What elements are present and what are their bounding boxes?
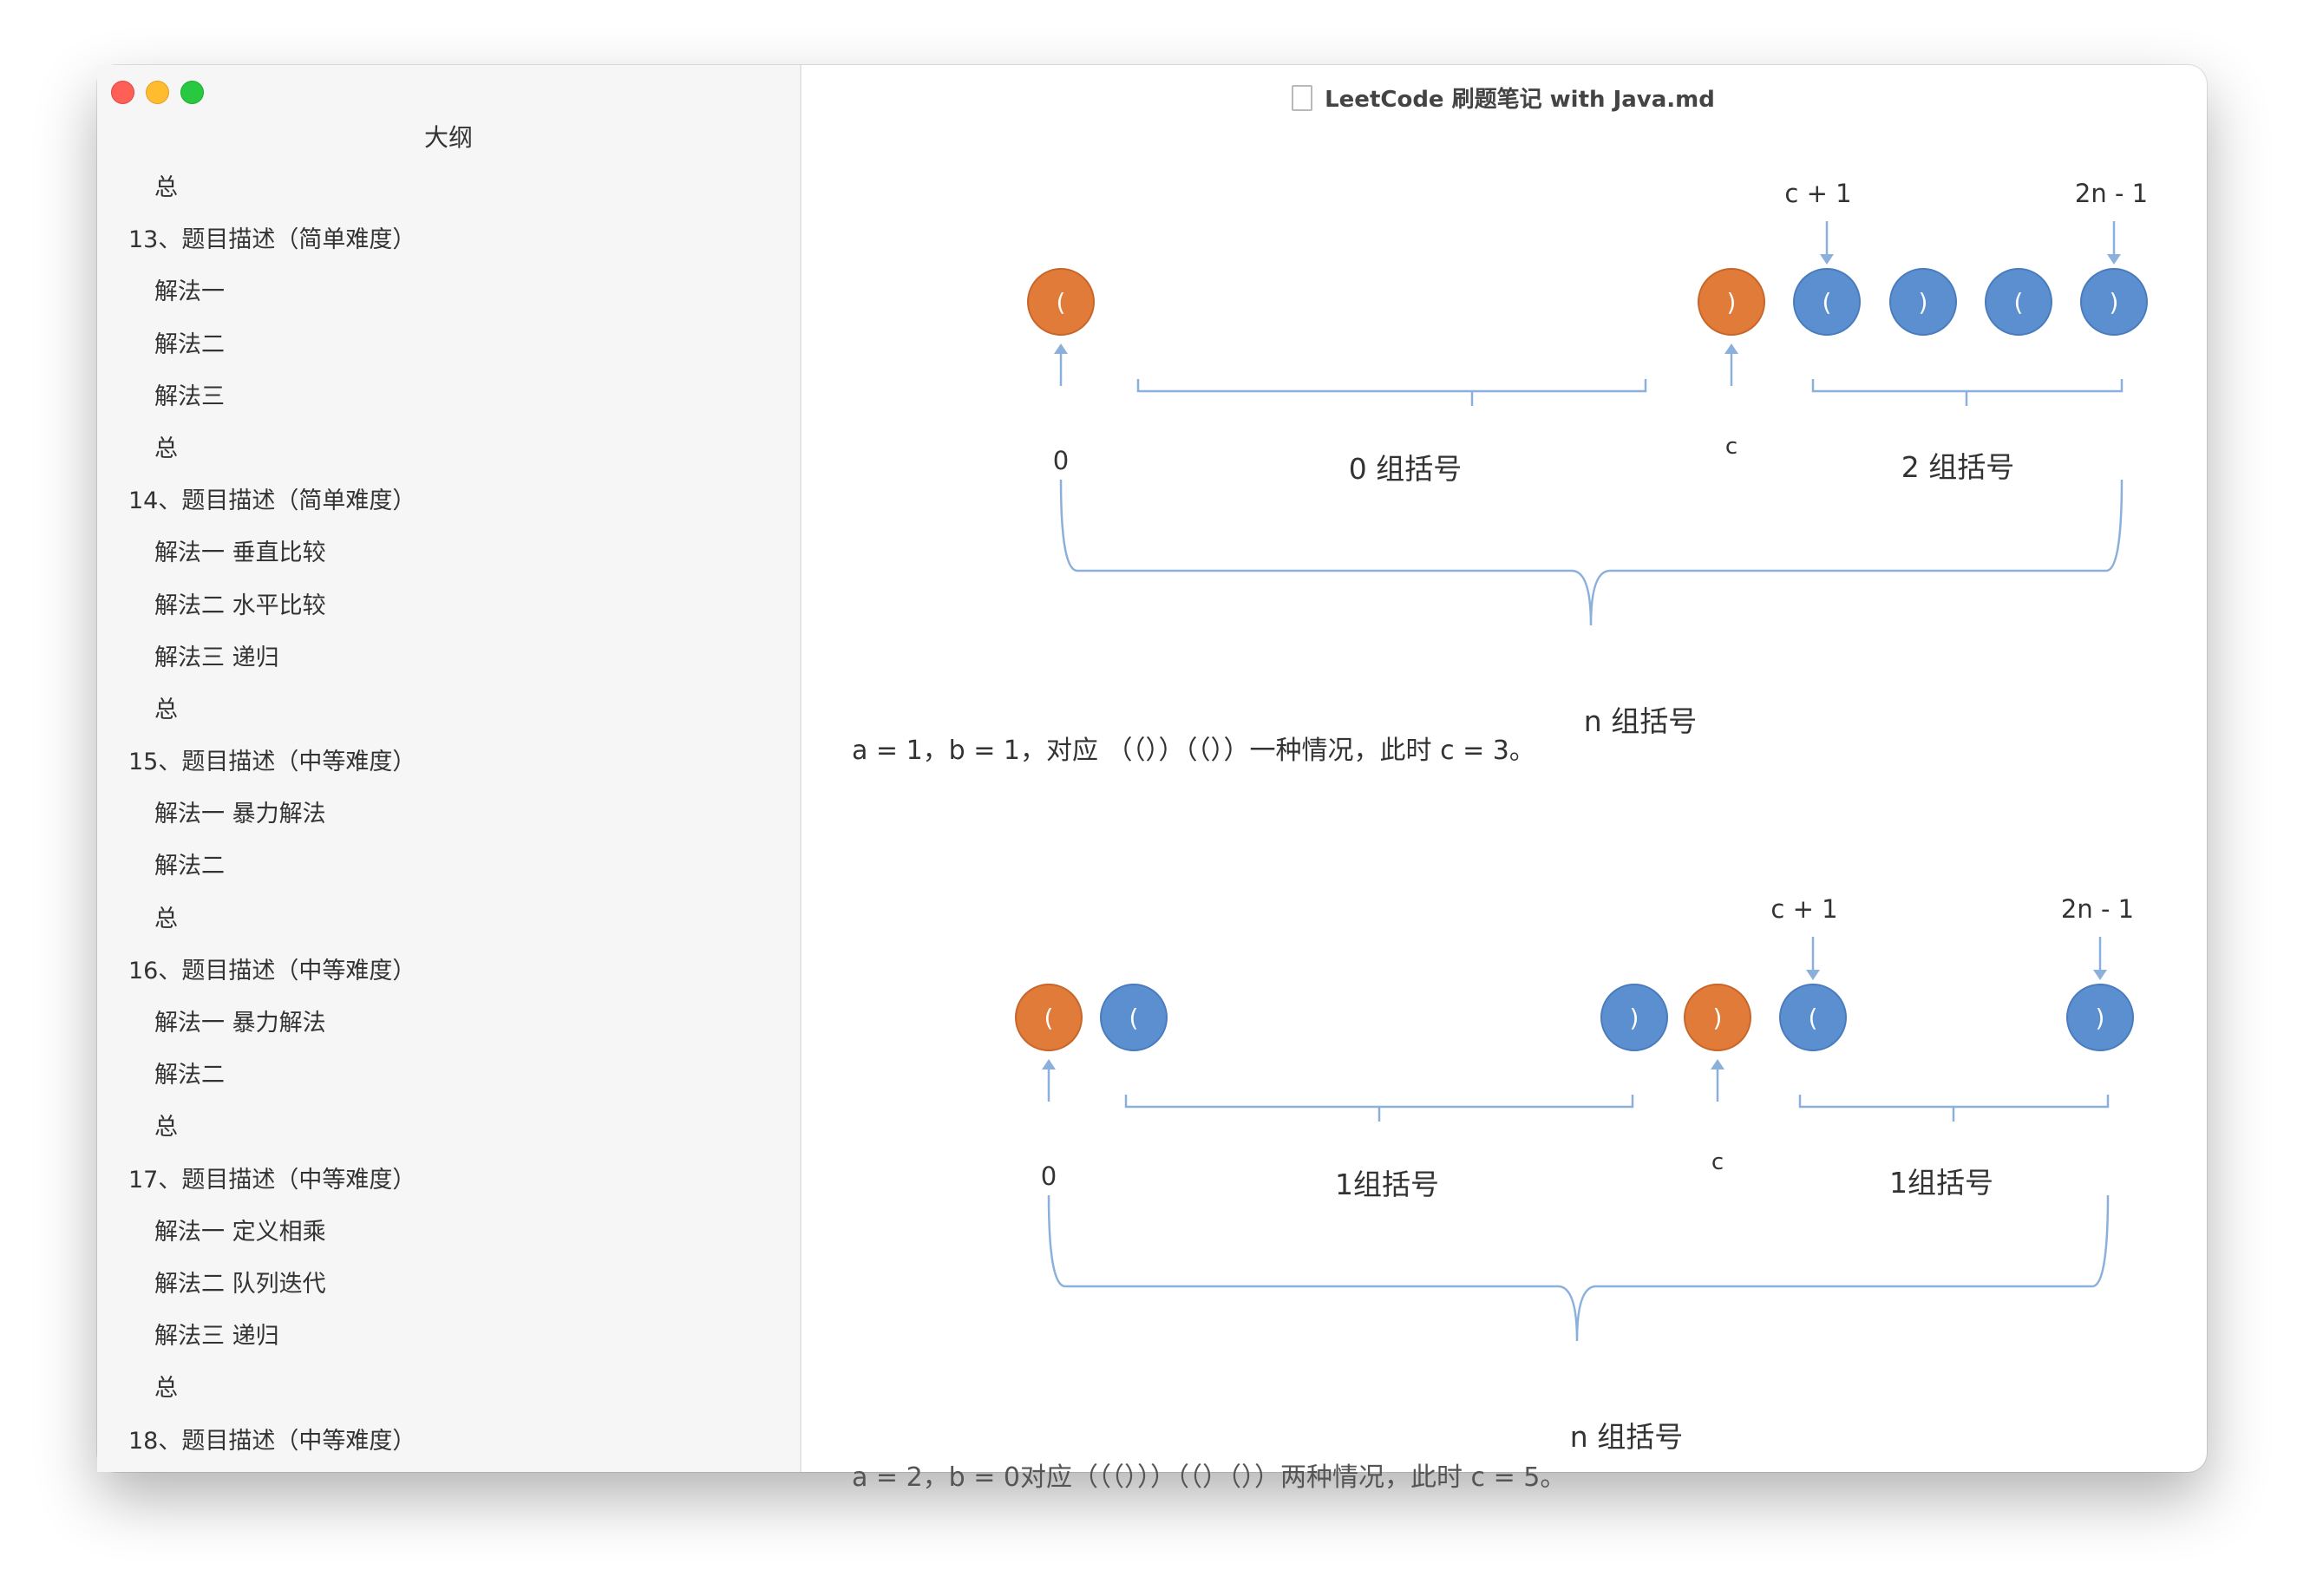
label-group-left: 0 组括号 (1349, 452, 1463, 486)
close-window-button[interactable] (111, 81, 134, 104)
outline-item[interactable]: 13、题目描述（简单难度） (128, 226, 416, 254)
parenthesis-node (2066, 984, 2134, 1051)
outline-item[interactable]: 解法一 垂直比较 (154, 540, 326, 567)
arrowhead (2107, 254, 2121, 265)
minimize-window-button[interactable] (146, 81, 169, 104)
arrowhead (1820, 254, 1834, 265)
diagram-1: () () () c + 1 2n - 1 0 c 0 组括号 2 组括号 n 组括… (1027, 179, 2148, 738)
diagram-2-labels: c + 1 2n - 1 0 c 1组括号 1组括号 n 组括号 (1041, 894, 2134, 1454)
label-c: c (1725, 434, 1737, 460)
outline-item[interactable]: 解法二 (154, 853, 225, 880)
parenthesis-node (1015, 984, 1083, 1051)
outline-item[interactable]: 解法一 (154, 278, 225, 306)
label-2n-minus-1: 2n - 1 (2075, 179, 2148, 208)
brace-right-group (1811, 379, 2124, 406)
outline-item[interactable]: 总 (154, 174, 178, 201)
outline-item[interactable]: 解法二 (154, 330, 225, 358)
label-group-all: n 组括号 (1584, 704, 1697, 738)
arrowhead (1054, 343, 1068, 354)
parenthesis-char: ( (1809, 1004, 1818, 1032)
parenthesis-node (1793, 268, 1861, 336)
brace-all-groups (1059, 479, 2124, 626)
parenthesis-char: ( (2014, 288, 2024, 317)
parenthesis-node (1100, 984, 1168, 1051)
parenthesis-node (1684, 984, 1751, 1051)
parenthesis-char: ( (1057, 288, 1066, 317)
outline-item[interactable]: 解法二 队列迭代 (154, 1270, 326, 1298)
parenthesis-char: ( (1044, 1004, 1054, 1032)
parenthesis-char: ) (1713, 1004, 1723, 1032)
parenthesis-char: ) (2096, 1004, 2105, 1032)
parenthesis-node (2080, 268, 2148, 336)
outline-item[interactable]: 总 (154, 905, 178, 932)
outline-item[interactable]: 解法一 暴力解法 (154, 1010, 326, 1037)
label-zero: 0 (1041, 1161, 1057, 1191)
diagram-2-circles: ( ()) () (1015, 984, 2134, 1051)
label-group-right: 2 组括号 (1901, 450, 2015, 484)
outline-item[interactable]: 总 (154, 1375, 178, 1403)
outline-item[interactable]: 总 (154, 1114, 178, 1141)
outline-item[interactable]: 解法一 定义相乘 (154, 1218, 326, 1246)
brace-left-group (1136, 379, 1647, 406)
outline-title: 大纲 (423, 123, 473, 152)
brace-all-groups (1047, 1194, 2110, 1342)
document-title-bar: LeetCode 刷题笔记 with Java.md (800, 75, 2207, 124)
document-icon (1292, 85, 1313, 111)
label-zero: 0 (1053, 446, 1069, 475)
outline-item[interactable]: 16、题目描述（中等难度） (128, 957, 416, 984)
diagram-2: ( ()) () c + 1 2n - 1 0 c 1组括号 1组括号 n 组括号 (1015, 894, 2134, 1454)
paragraph-2: a = 2，b = 0对应（（（）））（（）（））两种情况，此时 c = 5。 (852, 1462, 1567, 1493)
diagram-1-circles: () () () (1027, 268, 2148, 336)
parenthesis-node (1985, 268, 2052, 336)
outline-item[interactable]: 解法二 水平比较 (154, 592, 326, 619)
diagram-2-lines (1042, 937, 2110, 1342)
parenthesis-node (1600, 984, 1668, 1051)
arrowhead (1724, 343, 1738, 354)
label-c-plus-1: c + 1 (1770, 894, 1837, 924)
arrowhead (1711, 1059, 1724, 1069)
diagram-1-lines (1054, 221, 2124, 626)
zoom-window-button[interactable] (180, 81, 204, 104)
label-group-left: 1组括号 (1335, 1168, 1439, 1201)
parenthesis-node (1779, 984, 1847, 1051)
label-c: c (1711, 1149, 1724, 1175)
parenthesis-char: ( (1823, 288, 1832, 317)
parenthesis-node (1698, 268, 1765, 336)
label-c-plus-1: c + 1 (1784, 179, 1851, 208)
outline-item[interactable]: 18、题目描述（中等难度） (128, 1427, 416, 1455)
parenthesis-char: ( (1129, 1004, 1139, 1032)
label-group-right: 1组括号 (1889, 1166, 1993, 1200)
outline-item[interactable]: 解法一 暴力解法 (154, 801, 326, 828)
outline-item[interactable]: 17、题目描述（中等难度） (128, 1166, 416, 1194)
outline-item[interactable]: 解法三 递归 (154, 644, 279, 671)
parenthesis-char: ) (2110, 288, 2119, 317)
outline-item[interactable]: 总 (154, 435, 178, 462)
parenthesis-node (1027, 268, 1095, 336)
arrowhead (1806, 970, 1820, 980)
outline-item[interactable]: 解法二 (154, 1062, 225, 1089)
diagram-1-labels: c + 1 2n - 1 0 c 0 组括号 2 组括号 n 组括号 (1053, 179, 2148, 738)
outline-item[interactable]: 15、题目描述（中等难度） (128, 749, 416, 776)
brace-right-group (1798, 1095, 2110, 1122)
document-title: LeetCode 刷题笔记 with Java.md (1325, 87, 1715, 113)
label-2n-minus-1: 2n - 1 (2061, 894, 2134, 924)
arrowhead (2093, 970, 2107, 980)
outline-item[interactable]: 解法三 (154, 383, 225, 410)
paragraph-1: a = 1，b = 1，对应 （（））（（））一种情况，此时 c = 3。 (852, 736, 1535, 766)
outline-item[interactable]: 解法三 递归 (154, 1323, 279, 1351)
parenthesis-char: ) (1919, 288, 1928, 317)
outline-item[interactable]: 14、题目描述（简单难度） (128, 487, 416, 515)
parenthesis-char: ) (1630, 1004, 1639, 1032)
outline-item[interactable]: 总 (154, 696, 178, 723)
parenthesis-char: ) (1727, 288, 1737, 317)
parenthesis-node (1889, 268, 1957, 336)
brace-left-group (1124, 1095, 1634, 1122)
arrowhead (1042, 1059, 1056, 1069)
label-group-all: n 组括号 (1570, 1420, 1683, 1454)
